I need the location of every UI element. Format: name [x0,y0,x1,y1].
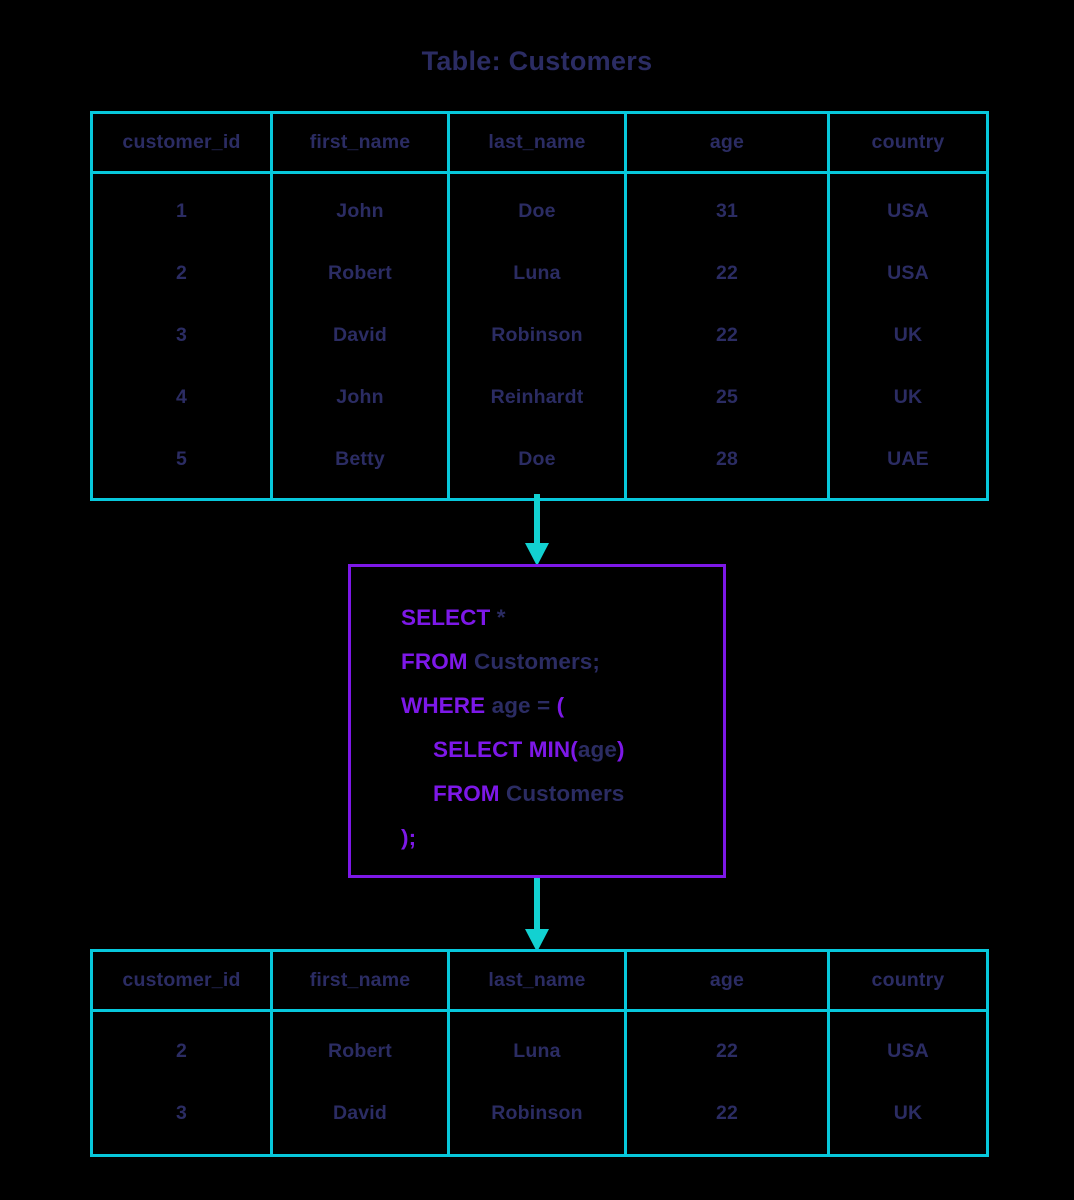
cell-age: 31 [624,172,830,242]
cell-first-name: John [270,172,450,242]
sql-token-ident-1-2: * [490,605,506,630]
arrow-shaft [534,494,540,544]
table-row: 3 David Robinson 22 UK [90,1082,989,1157]
cell-age: 22 [624,304,830,366]
table-row: 3 David Robinson 22 UK [90,304,989,366]
cell-age: 22 [624,1082,830,1157]
sql-token-ident-2-2: Customers; [467,649,601,674]
cell-first-name: John [270,366,450,428]
table-row: 2 Robert Luna 22 USA [90,1010,989,1082]
cell-age: 28 [624,428,830,501]
source-table-header-row: customer_id first_name last_name age cou… [90,111,989,174]
sql-token-kw-6-1: ); [401,825,417,850]
cell-country: UK [827,304,989,366]
cell-country: USA [827,172,989,242]
cell-first-name: Robert [270,1010,450,1082]
column-header-customer-id: customer_id [90,111,273,174]
sql-query-line-3: WHERE age = ( [401,684,625,728]
cell-customer-id: 2 [90,242,273,304]
sql-token-ident-3-2: age = [485,693,557,718]
column-header-age: age [624,949,830,1012]
cell-last-name: Luna [447,242,627,304]
column-header-country: country [827,111,989,174]
cell-last-name: Reinhardt [447,366,627,428]
sql-query-line-5: FROM Customers [401,772,625,816]
cell-first-name: Betty [270,428,450,501]
cell-age: 22 [624,242,830,304]
cell-country: UK [827,366,989,428]
column-header-age: age [624,111,830,174]
cell-country: UK [827,1082,989,1157]
cell-first-name: David [270,1082,450,1157]
column-header-last-name: last_name [447,111,627,174]
table-row: 5 Betty Doe 28 UAE [90,428,989,501]
sql-token-ident-4-2: age [577,737,617,762]
cell-age: 25 [624,366,830,428]
cell-customer-id: 3 [90,1082,273,1157]
sql-query-line-4: SELECT MIN(age) [401,728,625,772]
cell-last-name: Luna [447,1010,627,1082]
cell-last-name: Doe [447,172,627,242]
sql-token-kw-4-1: SELECT MIN( [433,737,578,762]
page-title: Table: Customers [421,46,653,76]
sql-query-line-6: ); [401,816,625,860]
cell-customer-id: 5 [90,428,273,501]
column-header-last-name: last_name [447,949,627,1012]
arrow-head [525,543,549,566]
cell-country: UAE [827,428,989,501]
sql-query-line-1: SELECT * [401,596,625,640]
table-row: 2 Robert Luna 22 USA [90,242,989,304]
sql-token-kw-4-3: ) [616,737,625,762]
sql-query-box: SELECT *FROM Customers;WHERE age = (SELE… [348,564,726,878]
sql-token-ident-5-2: Customers [499,781,625,806]
sql-token-kw-3-1: WHERE [401,693,486,718]
column-header-first-name: first_name [270,111,450,174]
cell-customer-id: 3 [90,304,273,366]
cell-first-name: David [270,304,450,366]
cell-customer-id: 2 [90,1010,273,1082]
table-row: 4 John Reinhardt 25 UK [90,366,989,428]
table-row: 1 John Doe 31 USA [90,172,989,242]
sql-query-line-2: FROM Customers; [401,640,625,684]
cell-country: USA [827,242,989,304]
arrow-shaft [534,878,540,930]
cell-age: 22 [624,1010,830,1082]
sql-token-kw-1-1: SELECT [401,605,491,630]
arrow-head [525,929,549,952]
cell-last-name: Robinson [447,1082,627,1157]
column-header-first-name: first_name [270,949,450,1012]
sql-token-kw-5-1: FROM [433,781,500,806]
cell-customer-id: 4 [90,366,273,428]
column-header-customer-id: customer_id [90,949,273,1012]
cell-customer-id: 1 [90,172,273,242]
result-table-header-row: customer_id first_name last_name age cou… [90,949,989,1012]
column-header-country: country [827,949,989,1012]
sql-query-code: SELECT *FROM Customers;WHERE age = (SELE… [401,596,625,860]
arrow-query-to-result-icon [525,878,549,952]
result-table: customer_id first_name last_name age cou… [90,949,989,1157]
cell-last-name: Doe [447,428,627,501]
cell-country: USA [827,1010,989,1082]
source-table: customer_id first_name last_name age cou… [90,111,989,501]
sql-token-kw-3-3: ( [556,693,565,718]
cell-first-name: Robert [270,242,450,304]
sql-token-kw-2-1: FROM [401,649,468,674]
cell-last-name: Robinson [447,304,627,366]
arrow-table-to-query-icon [525,494,549,566]
